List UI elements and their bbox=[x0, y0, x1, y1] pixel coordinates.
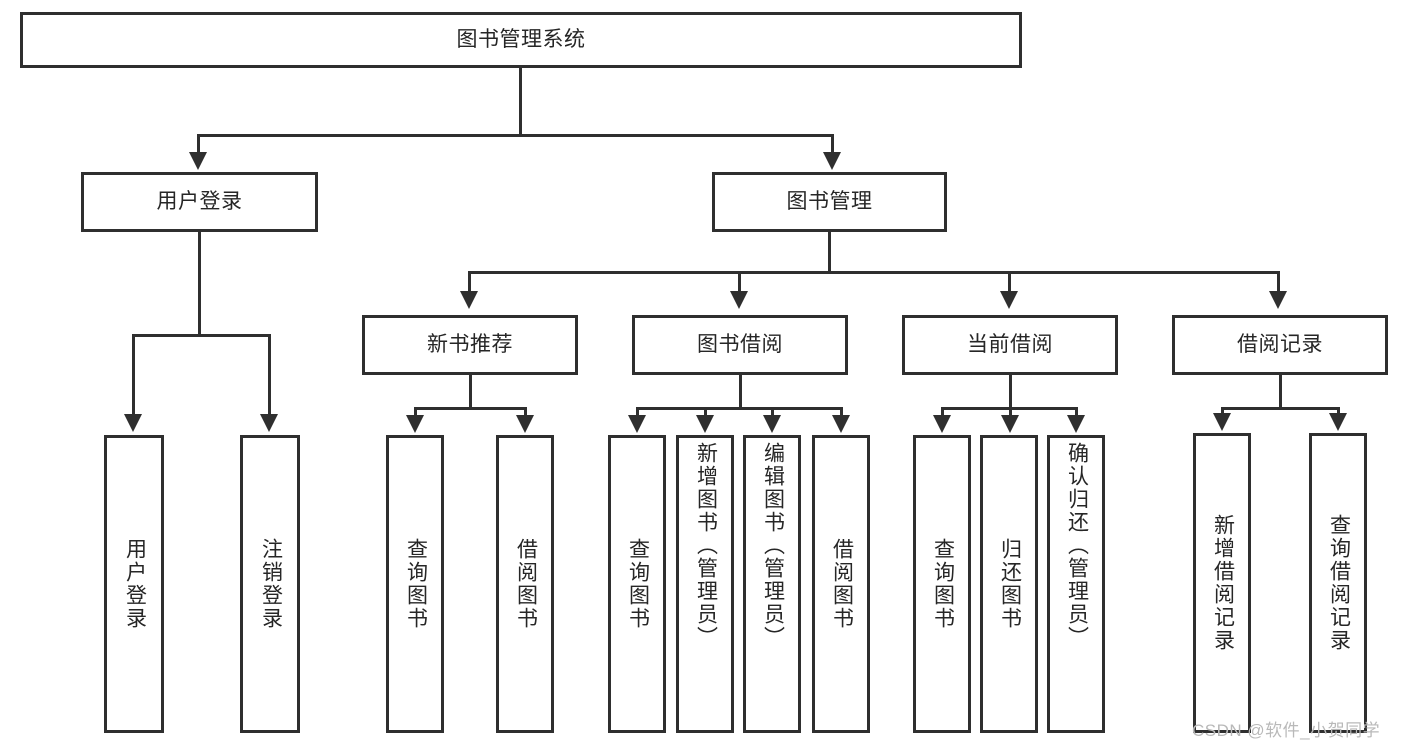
node-user-login[interactable]: 用户登录 bbox=[81, 172, 318, 232]
edge-current-borrow-child-3 bbox=[1075, 407, 1078, 417]
edge-new-book-stem bbox=[469, 375, 472, 410]
edge-root-to-book-mgmt bbox=[831, 134, 834, 154]
edge-book-mgmt-bar bbox=[468, 271, 1280, 274]
edge-user-login-child-1 bbox=[132, 334, 135, 416]
arrow-root-to-book-mgmt bbox=[823, 152, 841, 170]
edge-current-borrow-child-2 bbox=[1009, 407, 1012, 417]
edge-new-book-child-2 bbox=[524, 407, 527, 417]
edge-borrow-record-child-1 bbox=[1221, 407, 1224, 415]
arrow-book-borrow-child-4 bbox=[832, 415, 850, 433]
node-label: 借阅图书 bbox=[830, 538, 854, 630]
csdn-watermark: CSDN @软件_小贺同学 bbox=[1192, 721, 1381, 740]
leaf-confirm-return-admin[interactable]: 确认归还（管理员） bbox=[1047, 435, 1105, 733]
node-label: 借阅图书 bbox=[514, 538, 538, 630]
node-label: 注销登录 bbox=[259, 538, 283, 630]
edge-book-borrow-child-4 bbox=[840, 407, 843, 417]
node-label: 编辑图书（管理员） bbox=[761, 442, 785, 649]
arrow-new-book-child-2 bbox=[516, 415, 534, 433]
node-label: 图书管理 bbox=[786, 189, 873, 213]
node-borrow-record[interactable]: 借阅记录 bbox=[1172, 315, 1388, 375]
node-label: 用户登录 bbox=[156, 189, 243, 213]
arrow-borrow-record-child-2 bbox=[1329, 413, 1347, 431]
node-book-borrow[interactable]: 图书借阅 bbox=[632, 315, 848, 375]
edge-book-borrow-child-2 bbox=[704, 407, 707, 417]
arrow-user-login-child-2 bbox=[260, 414, 278, 432]
node-label: 借阅记录 bbox=[1237, 332, 1323, 356]
arrow-book-borrow-child-3 bbox=[763, 415, 781, 433]
node-label: 当前借阅 bbox=[967, 332, 1053, 356]
node-book-management[interactable]: 图书管理 bbox=[712, 172, 947, 232]
leaf-query-book-borrow[interactable]: 查询图书 bbox=[608, 435, 666, 733]
edge-root-stem bbox=[519, 68, 522, 136]
node-label: 归还图书 bbox=[998, 538, 1022, 630]
node-label: 图书管理系统 bbox=[456, 27, 586, 51]
edge-new-book-child-1 bbox=[414, 407, 417, 417]
edge-book-mgmt-child-4 bbox=[1277, 271, 1280, 293]
edge-user-login-child-2 bbox=[268, 334, 271, 416]
arrow-book-borrow-child-2 bbox=[696, 415, 714, 433]
node-label: 新书推荐 bbox=[427, 332, 513, 356]
arrow-new-book-child-1 bbox=[406, 415, 424, 433]
node-label: 新增借阅记录 bbox=[1211, 514, 1235, 652]
arrow-borrow-record-child-1 bbox=[1213, 413, 1231, 431]
leaf-add-borrow-record[interactable]: 新增借阅记录 bbox=[1193, 433, 1251, 733]
arrow-root-to-user-login bbox=[189, 152, 207, 170]
edge-book-mgmt-child-1 bbox=[468, 271, 471, 293]
edge-current-borrow-stem bbox=[1009, 375, 1012, 410]
arrow-user-login-child-1 bbox=[124, 414, 142, 432]
edge-book-mgmt-child-2 bbox=[738, 271, 741, 293]
arrow-current-borrow-child-1 bbox=[933, 415, 951, 433]
edge-borrow-record-child-2 bbox=[1337, 407, 1340, 415]
arrow-book-borrow-child-1 bbox=[628, 415, 646, 433]
node-label: 确认归还（管理员） bbox=[1065, 442, 1089, 649]
leaf-edit-book-admin[interactable]: 编辑图书（管理员） bbox=[743, 435, 801, 733]
edge-user-login-bar bbox=[132, 334, 268, 337]
edge-book-borrow-stem bbox=[739, 375, 742, 410]
arrow-book-mgmt-child-4 bbox=[1269, 291, 1287, 309]
leaf-borrow-book[interactable]: 借阅图书 bbox=[812, 435, 870, 733]
edge-borrow-record-bar bbox=[1221, 407, 1340, 410]
node-current-borrow[interactable]: 当前借阅 bbox=[902, 315, 1118, 375]
leaf-borrow-book-recommend[interactable]: 借阅图书 bbox=[496, 435, 554, 733]
node-label: 查询借阅记录 bbox=[1327, 514, 1351, 652]
node-root-system[interactable]: 图书管理系统 bbox=[20, 12, 1022, 68]
edge-borrow-record-stem bbox=[1279, 375, 1282, 410]
arrow-book-mgmt-child-1 bbox=[460, 291, 478, 309]
node-label: 图书借阅 bbox=[697, 332, 783, 356]
leaf-add-book-admin[interactable]: 新增图书（管理员） bbox=[676, 435, 734, 733]
edge-root-bar bbox=[197, 134, 834, 137]
leaf-query-book-recommend[interactable]: 查询图书 bbox=[386, 435, 444, 733]
leaf-logout[interactable]: 注销登录 bbox=[240, 435, 300, 733]
edge-book-mgmt-child-3 bbox=[1008, 271, 1011, 293]
edge-root-to-user-login bbox=[197, 134, 200, 154]
node-label: 新增图书（管理员） bbox=[694, 442, 718, 649]
node-new-book-recommend[interactable]: 新书推荐 bbox=[362, 315, 578, 375]
arrow-book-mgmt-child-2 bbox=[730, 291, 748, 309]
arrow-current-borrow-child-2 bbox=[1001, 415, 1019, 433]
node-label: 用户登录 bbox=[123, 538, 147, 630]
leaf-user-login[interactable]: 用户登录 bbox=[104, 435, 164, 733]
leaf-query-borrow-record[interactable]: 查询借阅记录 bbox=[1309, 433, 1367, 733]
leaf-query-book-current[interactable]: 查询图书 bbox=[913, 435, 971, 733]
node-label: 查询图书 bbox=[931, 538, 955, 630]
node-label: 查询图书 bbox=[404, 538, 428, 630]
edge-book-mgmt-stem bbox=[828, 232, 831, 274]
edge-current-borrow-child-1 bbox=[941, 407, 944, 417]
arrow-book-mgmt-child-3 bbox=[1000, 291, 1018, 309]
edge-book-borrow-bar bbox=[636, 407, 843, 410]
arrow-current-borrow-child-3 bbox=[1067, 415, 1085, 433]
edge-new-book-bar bbox=[414, 407, 527, 410]
edge-user-login-stem bbox=[198, 232, 201, 336]
leaf-return-book[interactable]: 归还图书 bbox=[980, 435, 1038, 733]
node-label: 查询图书 bbox=[626, 538, 650, 630]
edge-book-borrow-child-3 bbox=[771, 407, 774, 417]
edge-book-borrow-child-1 bbox=[636, 407, 639, 417]
